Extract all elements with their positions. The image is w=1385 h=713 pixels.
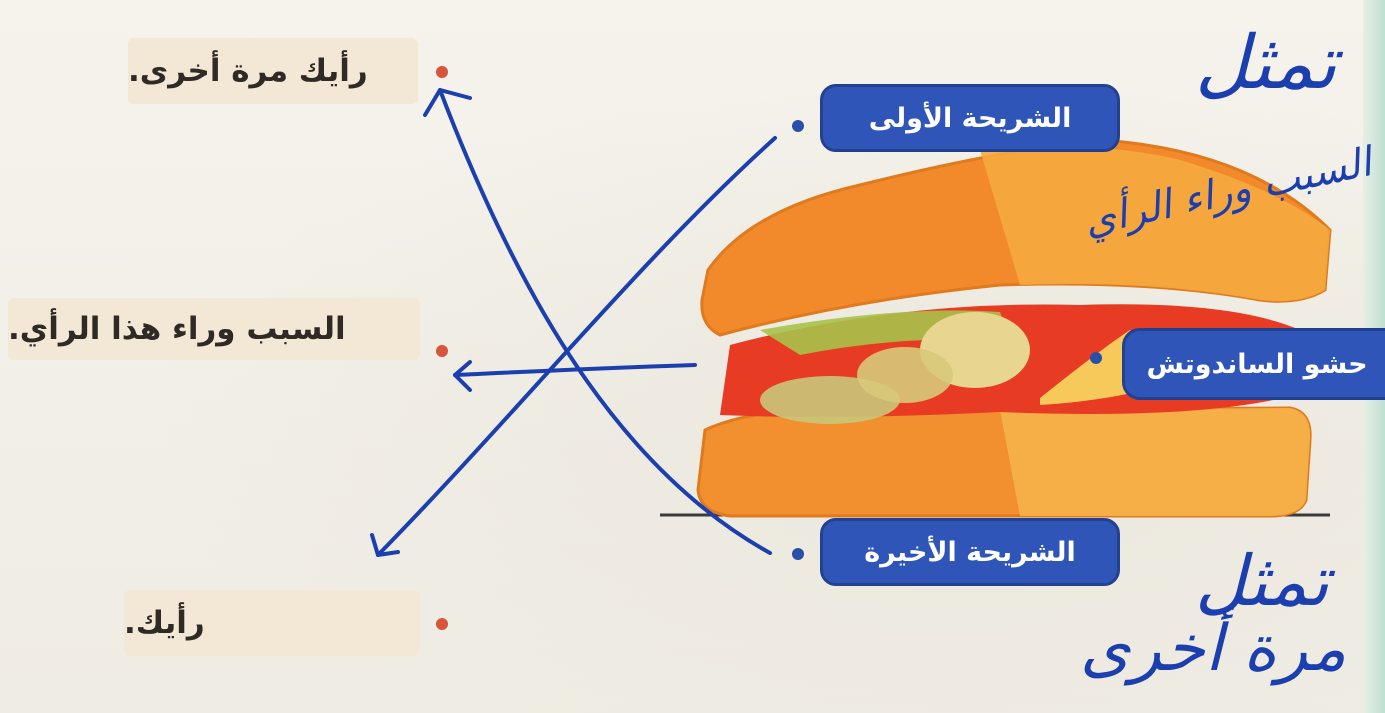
answer-dot-top[interactable] [436,66,448,78]
answer-text-middle: السبب وراء هذا الرأي. [8,311,346,347]
label-last-slice: الشريحة الأخيرة [820,518,1120,586]
label-dot-last-slice[interactable] [792,548,804,560]
answer-box-middle: السبب وراء هذا الرأي. [8,298,420,360]
answer-text-top: رأيك مرة أخرى. [128,53,368,89]
answer-box-top: رأيك مرة أخرى. [128,38,418,104]
line-first-slice-to-bottom [376,136,777,557]
answer-text-bottom: رأيك. [124,605,205,641]
label-dot-first-slice[interactable] [792,120,804,132]
label-dot-filling[interactable] [1090,352,1102,364]
answer-dot-bottom[interactable] [436,618,448,630]
handwriting-bottom-right-2: مرة أخرى [1080,612,1347,686]
answer-dot-middle[interactable] [436,345,448,357]
label-first-slice: الشريحة الأولى [820,84,1120,152]
label-last-slice-text: الشريحة الأخيرة [864,536,1076,568]
line-last-slice-to-top [438,88,772,555]
label-filling: حشو الساندوتش [1122,328,1385,400]
line-filling-to-middle [453,363,697,377]
handwriting-top-right: تمثل [1195,20,1337,106]
label-first-slice-text: الشريحة الأولى [868,102,1072,134]
label-filling-text: حشو الساندوتش [1146,348,1368,380]
handwriting-bottom-right-1: تمثل [1195,540,1330,622]
answer-box-bottom: رأيك. [124,590,420,656]
